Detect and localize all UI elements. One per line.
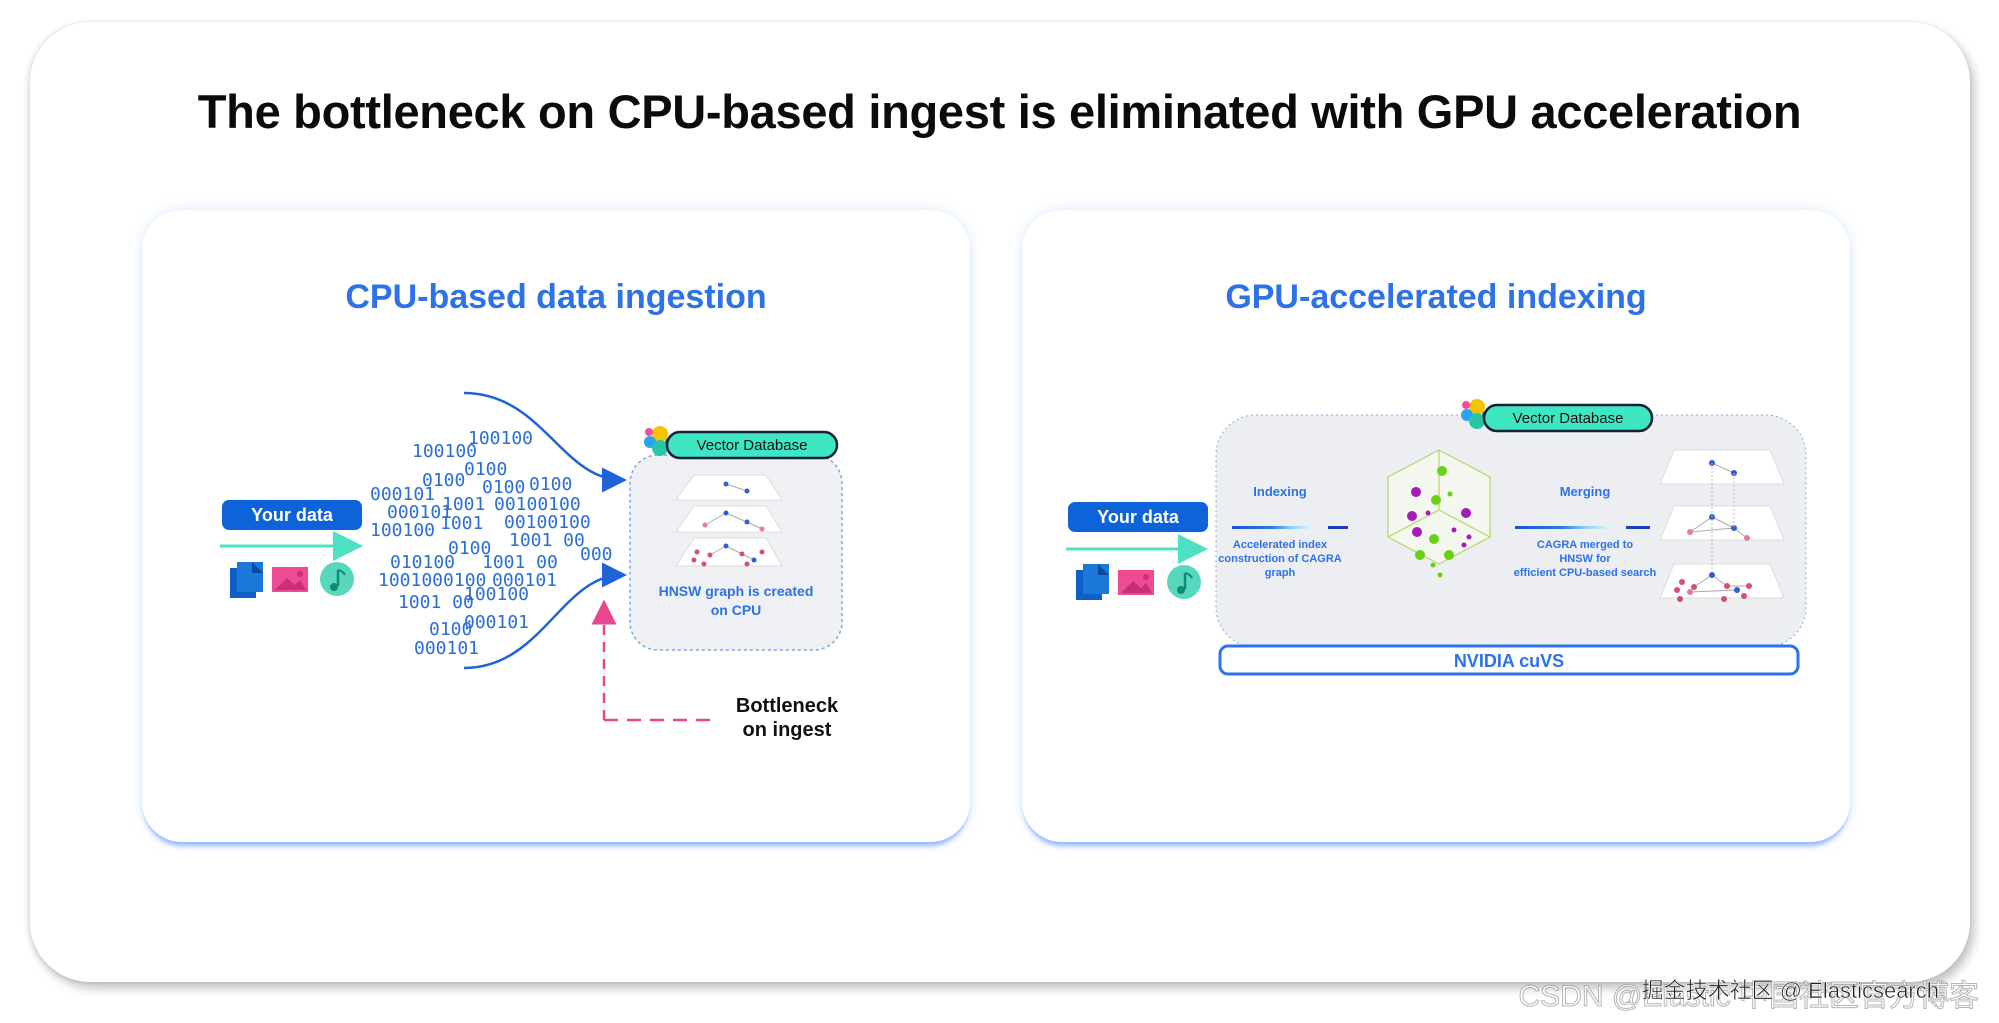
binary-fragment: 000101 (414, 638, 479, 659)
gpu-diagram: NVIDIA cuVS Vector Database (1066, 399, 1807, 676)
binary-fragment: 000 (580, 544, 613, 565)
elastic-logo-icon (1461, 399, 1490, 429)
indexing-caption: graph (1265, 567, 1296, 579)
document-icon (1076, 564, 1109, 600)
binary-fragment: 00100100 (494, 494, 581, 515)
gpu-card-title: GPU-accelerated indexing (1225, 278, 1647, 316)
page-title: The bottleneck on CPU-based ingest is el… (197, 85, 1802, 138)
binary-fragment: 100100 (412, 441, 477, 462)
merging-caption: CAGRA merged to (1537, 539, 1633, 551)
vector-db-label: Vector Database (697, 437, 808, 454)
binary-fragment: 1001 (442, 494, 485, 515)
vector-db-pill (1482, 403, 1654, 433)
binary-fragment: 0100 (464, 459, 507, 480)
binary-fragment: 010100 (390, 552, 455, 573)
binary-fragment: 100100 (464, 584, 529, 605)
binary-fragment: 0100 (482, 477, 525, 498)
bottleneck-label-line2: on ingest (743, 719, 832, 741)
binary-fragment: 1001 00 (398, 592, 474, 613)
bottleneck-label-line1: Bottleneck (736, 695, 839, 717)
binary-fragment: 000101 (464, 612, 529, 633)
binary-fragment: 100100 (370, 520, 435, 541)
db-caption-line1: HNSW graph is created (659, 583, 814, 599)
binary-fragment: 000101 (370, 484, 435, 505)
image-icon (272, 567, 308, 592)
watermark-back: CSDN @Elastic 中国社区官方博客 (1518, 980, 1979, 1014)
watermark-front: 掘金技术社区 @ Elasticsearch (1641, 978, 1939, 1004)
indexing-caption: Accelerated index (1233, 539, 1328, 551)
indexing-line-end (1328, 526, 1348, 529)
merging-caption: efficient CPU-based search (1514, 567, 1657, 579)
hnsw-graph-layers (1659, 449, 1785, 602)
vector-db-label: Vector Database (1513, 410, 1624, 427)
binary-fragment: 0100 (448, 538, 491, 559)
cpu-card-title: CPU-based data ingestion (345, 278, 767, 316)
music-icon (1167, 565, 1201, 599)
cpu-ingestion-card: CPU-based data ingestion Your data (142, 210, 970, 842)
binary-fragment: 0100 (529, 474, 572, 495)
vector-db-pill (665, 430, 839, 460)
your-data-badge: Your data (1068, 502, 1208, 532)
image-icon (1118, 570, 1154, 595)
merging-label: Merging (1560, 484, 1611, 499)
cpu-diagram: 100100 100100 0100 0100 0100 0100 000101… (220, 391, 843, 741)
binary-fragment: 00100100 (504, 512, 591, 533)
binary-fragment: 1001 (440, 513, 483, 534)
hnsw-graph-layers (675, 474, 783, 567)
indexing-line (1232, 526, 1312, 529)
binary-fragment: 0100 (422, 470, 465, 491)
binary-stream: 100100 100100 0100 0100 0100 0100 000101… (370, 428, 613, 659)
merging-line-end (1626, 526, 1650, 529)
document-icon (230, 562, 263, 598)
binary-fragment: 1001 00 (509, 530, 585, 551)
indexing-caption: construction of CAGRA (1218, 553, 1341, 565)
binary-fragment: 000101 (387, 502, 452, 523)
db-caption-line2: on CPU (711, 602, 762, 618)
binary-fragment: 1001000100 (378, 570, 486, 591)
binary-fragment: 1001 00 (482, 552, 558, 573)
nvidia-cuvs-label: NVIDIA cuVS (1454, 651, 1564, 671)
merging-line (1515, 526, 1610, 529)
nvidia-cuvs-bar (1218, 644, 1800, 676)
flow-curve-top (463, 391, 627, 493)
binary-fragment: 100100 (468, 428, 533, 449)
indexing-label: Indexing (1253, 484, 1307, 499)
binary-fragment: 000101 (492, 570, 557, 591)
merging-caption: HNSW for (1559, 553, 1611, 565)
your-data-badge: Your data (222, 500, 362, 530)
music-icon (320, 562, 354, 596)
cagra-cube-icon (1387, 449, 1491, 578)
flow-curve-bottom (463, 562, 627, 670)
binary-fragment: 0100 (429, 619, 472, 640)
gpu-indexing-card: GPU-accelerated indexing Your data NVIDI… (1022, 210, 1850, 842)
